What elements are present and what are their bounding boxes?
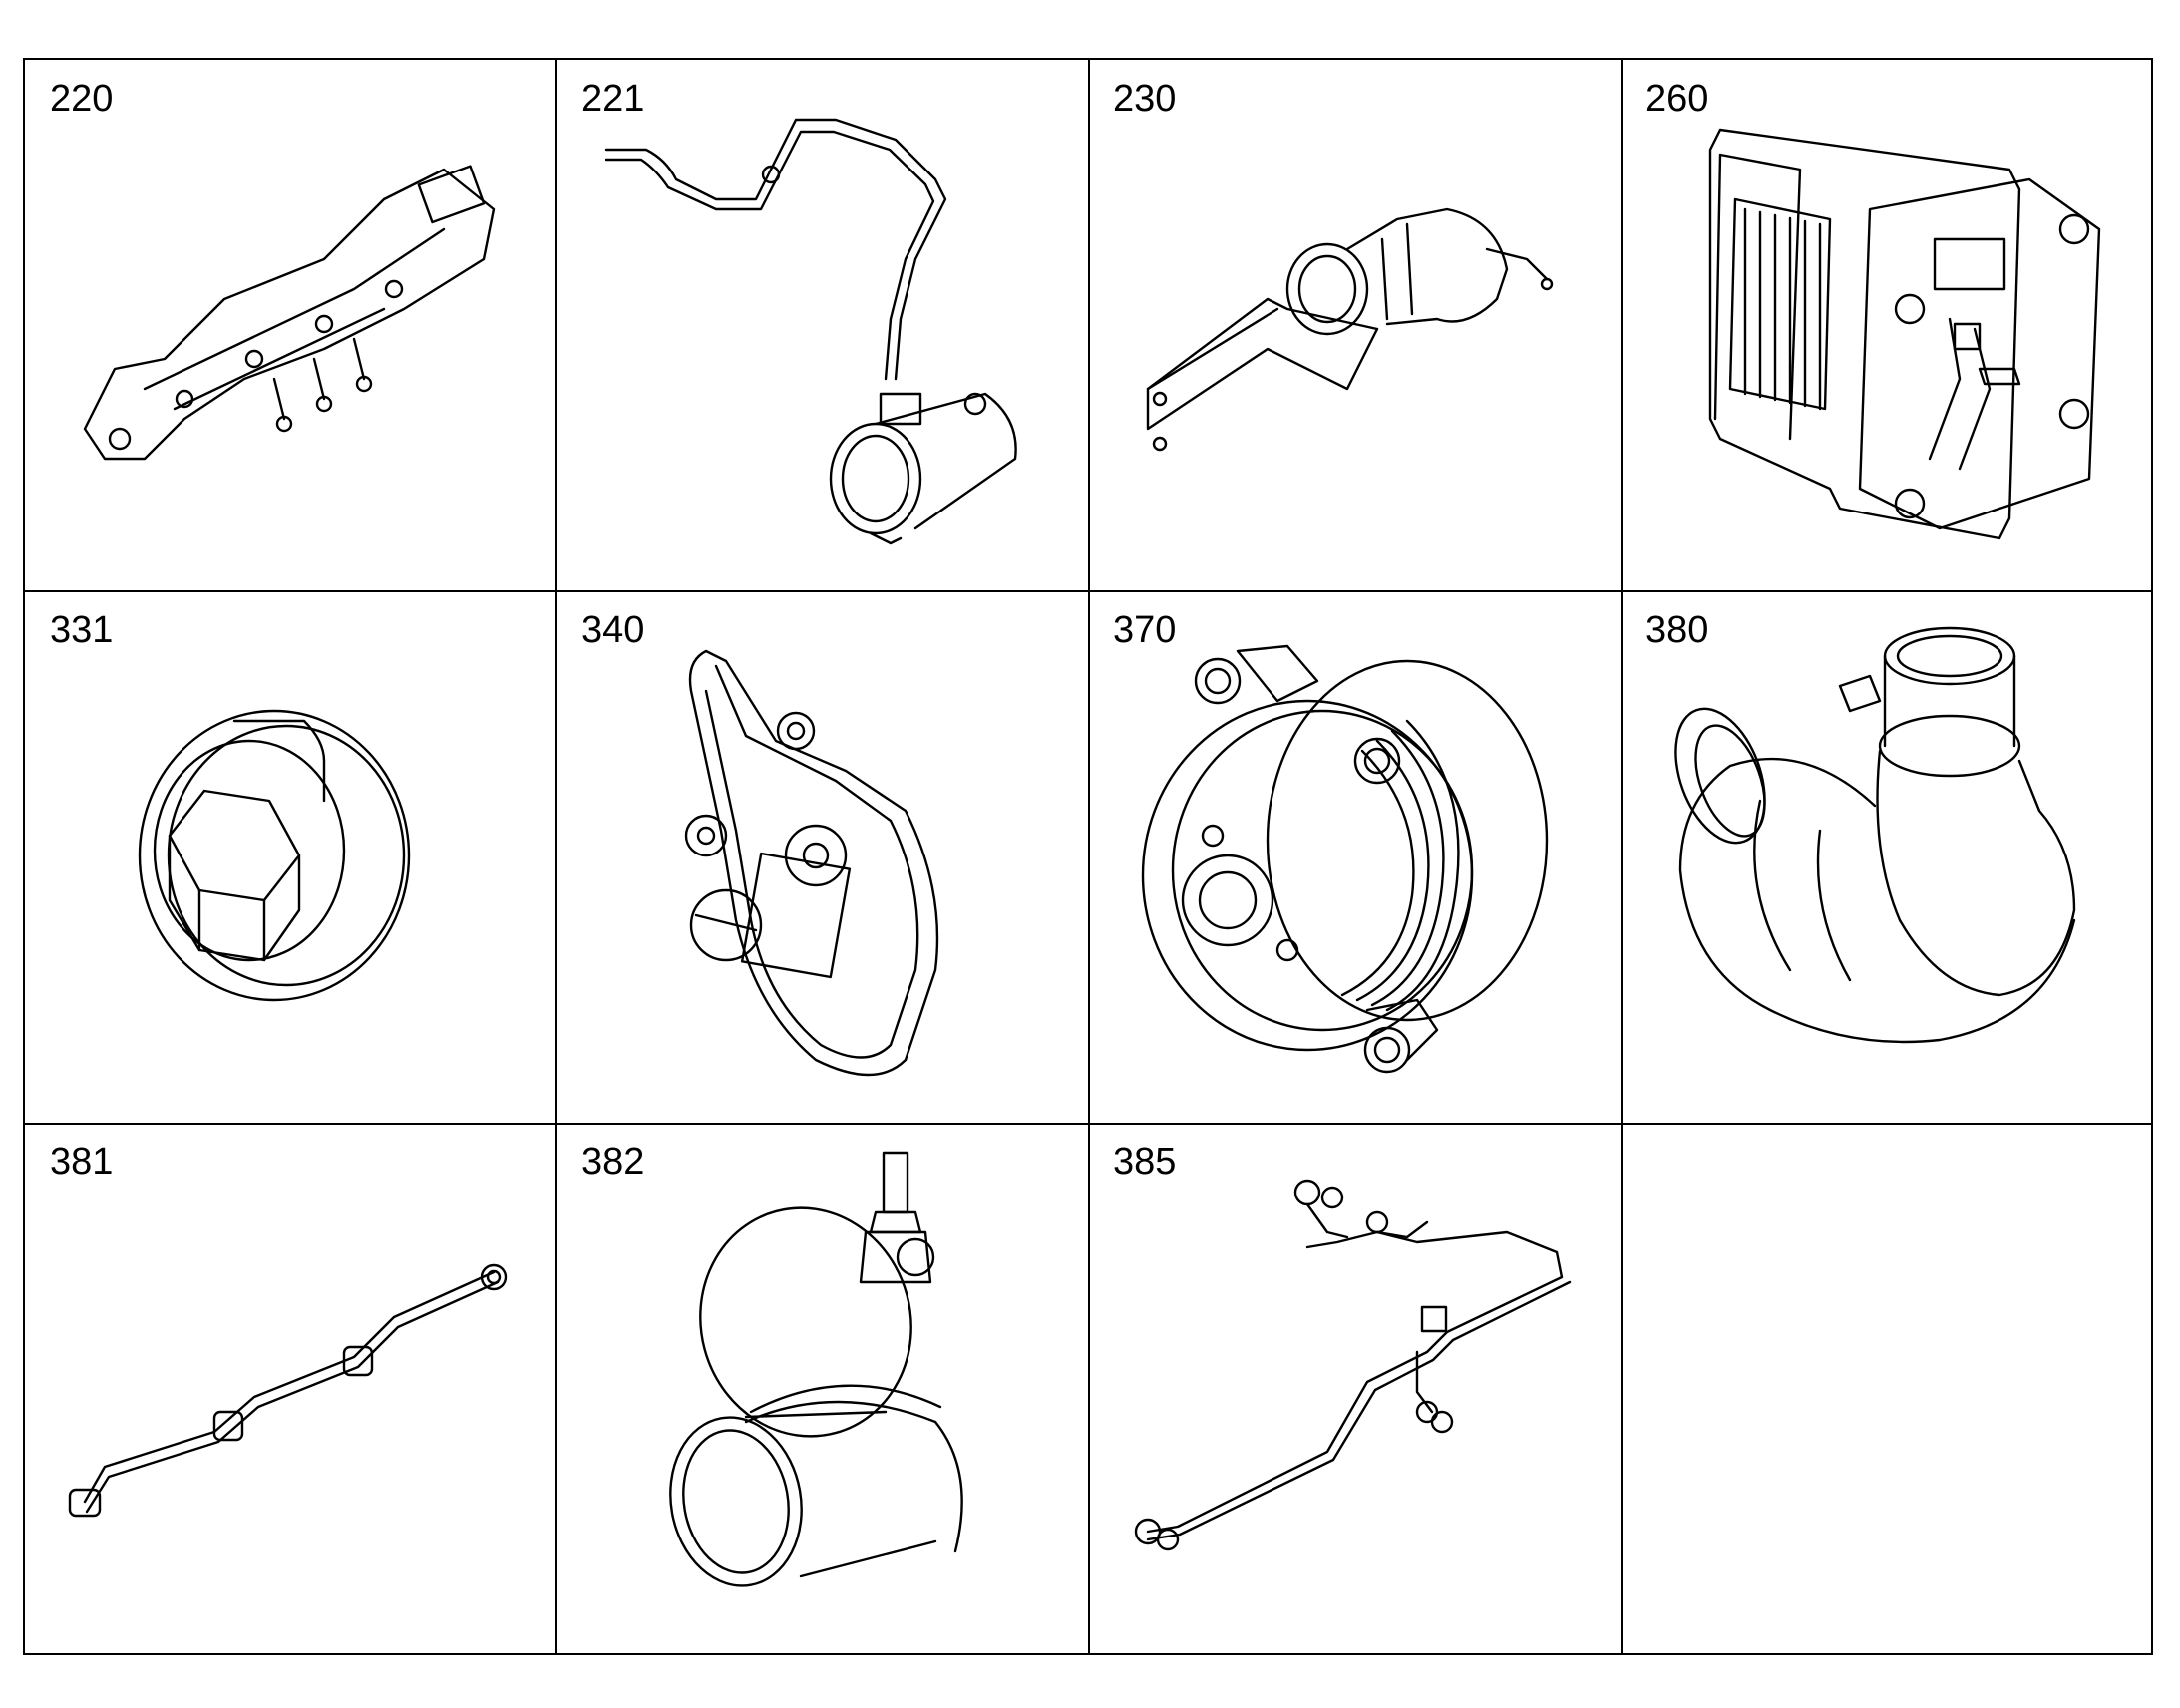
part-cell-331[interactable]: 331 [25,591,556,1123]
part-number: 221 [581,78,645,120]
part-number: 381 [50,1141,114,1183]
part-number: 385 [1113,1141,1177,1183]
part-cell-empty [1621,1123,2155,1657]
part-number: 380 [1645,609,1709,651]
hose-with-connector-icon [604,118,1017,545]
grid-divider [25,1123,2151,1125]
grid-divider [555,60,557,1653]
part-cell-220[interactable]: 220 [25,60,556,591]
part-cell-230[interactable]: 230 [1088,60,1621,591]
part-cell-221[interactable]: 221 [556,60,1088,591]
part-number: 260 [1645,78,1709,120]
water-pump-icon [1141,644,1549,1074]
part-number: 340 [581,609,645,651]
grid-divider [1088,60,1090,1653]
part-cell-370[interactable]: 370 [1088,591,1621,1123]
elbow-pipe-with-bracket-icon [1146,207,1554,452]
turbocharger-housing-icon [1674,626,2076,1044]
part-cell-382[interactable]: 382 [556,1123,1088,1657]
pipe-assembly-icon [1134,1179,1572,1551]
elbow-housing-icon [669,1151,963,1587]
part-cell-260[interactable]: 260 [1621,60,2155,591]
pipe-with-connectors-icon [68,1263,508,1518]
plug-with-flange-icon [138,709,411,1002]
belt-tensioner-icon [684,649,939,1077]
intake-manifold-icon [83,165,496,461]
part-number: 331 [50,609,114,651]
part-cell-385[interactable]: 385 [1088,1123,1621,1657]
cooler-unit-icon [1708,128,2101,540]
part-number: 370 [1113,609,1177,651]
grid-divider [25,590,2151,592]
part-cell-381[interactable]: 381 [25,1123,556,1657]
part-number: 230 [1113,78,1177,120]
part-number: 220 [50,78,114,120]
grid-divider [1621,60,1623,1653]
part-cell-380[interactable]: 380 [1621,591,2155,1123]
part-number: 382 [581,1141,645,1183]
parts-grid: 220 221 230 [23,58,2153,1655]
part-cell-340[interactable]: 340 [556,591,1088,1123]
